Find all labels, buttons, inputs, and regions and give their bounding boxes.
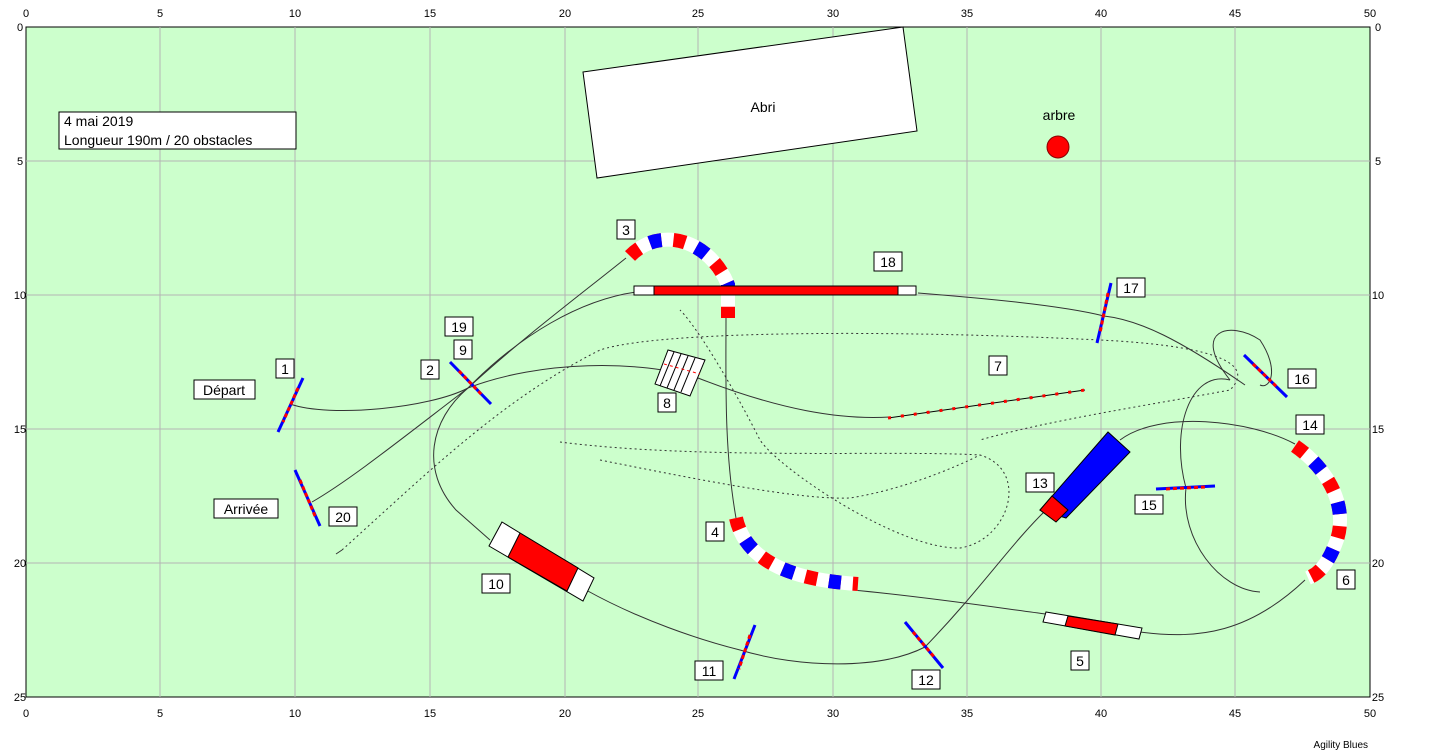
course-info-box: 4 mai 2019 Longueur 190m / 20 obstacles <box>58 111 297 150</box>
tree: arbre <box>1043 107 1076 159</box>
number-9: 9 <box>459 342 467 358</box>
start-label-box: Départ <box>193 379 256 400</box>
tunnel-6 <box>1290 440 1347 585</box>
tunnel-3 <box>624 232 735 318</box>
tick-bottom-45: 45 <box>1229 708 1241 720</box>
number-4: 4 <box>711 524 719 540</box>
obstacle-number-labels: 1 2 3 4 5 6 7 8 9 10 11 12 13 14 15 16 1… <box>275 219 1356 690</box>
tick-top-35: 35 <box>961 8 973 20</box>
number-10: 10 <box>488 576 504 592</box>
finish-label-box: Arrivée <box>213 498 279 519</box>
tick-top-30: 30 <box>827 8 839 20</box>
tick-bottom-25: 25 <box>692 708 704 720</box>
number-13: 13 <box>1032 475 1048 491</box>
tick-bottom-10: 10 <box>289 708 301 720</box>
tick-bottom-15: 15 <box>424 708 436 720</box>
hurdle-1 <box>276 377 305 433</box>
tick-top-40: 40 <box>1095 8 1107 20</box>
shelter: Abri <box>582 26 918 179</box>
finish-label: Arrivée <box>224 501 269 517</box>
number-1: 1 <box>281 361 289 377</box>
number-14: 14 <box>1302 417 1318 433</box>
tick-bottom-35: 35 <box>961 708 973 720</box>
tick-bottom-50: 50 <box>1364 708 1376 720</box>
tree-label: arbre <box>1043 107 1076 123</box>
tick-left-20: 20 <box>14 558 26 570</box>
tick-bottom-20: 20 <box>559 708 571 720</box>
handler-path <box>335 309 1239 555</box>
tick-right-15: 15 <box>1372 424 1384 436</box>
watermark: Agility Blues <box>1314 740 1368 750</box>
number-3: 3 <box>622 222 630 238</box>
tick-bottom-5: 5 <box>157 708 163 720</box>
tick-left-5: 5 <box>17 156 23 168</box>
course-length: Longueur 190m / 20 obstacles <box>64 132 252 148</box>
hurdle-15 <box>1155 484 1216 491</box>
tick-bottom-30: 30 <box>827 708 839 720</box>
dogwalk-18 <box>633 285 917 296</box>
obstacle-5 <box>1042 611 1143 640</box>
number-12: 12 <box>918 672 934 688</box>
weave-7 <box>887 388 1086 420</box>
tick-left-25: 25 <box>14 692 26 704</box>
dog-path <box>289 257 1306 665</box>
number-6: 6 <box>1342 572 1350 588</box>
tick-top-45: 45 <box>1229 8 1241 20</box>
tick-top-5: 5 <box>157 8 163 20</box>
number-15: 15 <box>1141 497 1157 513</box>
number-18: 18 <box>880 254 896 270</box>
tick-left-0: 0 <box>17 22 23 34</box>
tick-top-15: 15 <box>424 8 436 20</box>
number-5: 5 <box>1076 653 1084 669</box>
shelter-label: Abri <box>751 99 776 115</box>
number-16: 16 <box>1294 371 1310 387</box>
hurdle-20 <box>293 469 322 527</box>
tick-top-25: 25 <box>692 8 704 20</box>
number-2: 2 <box>426 362 434 378</box>
obstacle-8 <box>654 349 706 397</box>
tick-top-50: 50 <box>1364 8 1376 20</box>
axis-right: 0 5 10 15 20 25 <box>1372 22 1384 704</box>
tick-bottom-40: 40 <box>1095 708 1107 720</box>
number-19: 19 <box>451 319 467 335</box>
chute-10 <box>488 521 595 602</box>
number-20: 20 <box>335 509 351 525</box>
number-11: 11 <box>702 663 717 679</box>
tick-right-10: 10 <box>1372 290 1384 302</box>
chute-13 <box>1039 431 1131 523</box>
tick-left-10: 10 <box>14 290 26 302</box>
axis-top: 0 5 10 15 20 25 30 35 40 45 50 <box>23 8 1376 20</box>
number-17: 17 <box>1123 280 1139 296</box>
hurdle-16 <box>1242 353 1289 399</box>
hurdle-17 <box>1095 282 1113 344</box>
hurdle-11 <box>732 624 757 680</box>
hurdle-12 <box>903 621 945 669</box>
number-8: 8 <box>663 395 671 411</box>
start-label: Départ <box>203 382 245 398</box>
tick-right-5: 5 <box>1375 156 1381 168</box>
tick-top-0: 0 <box>23 8 29 20</box>
axis-left: 0 5 10 15 20 25 <box>14 22 26 704</box>
hurdle-2 <box>448 360 493 406</box>
tick-top-20: 20 <box>559 8 571 20</box>
tick-right-0: 0 <box>1375 22 1381 34</box>
tunnel-4 <box>729 516 859 591</box>
tick-left-15: 15 <box>14 424 26 436</box>
tick-bottom-0: 0 <box>23 708 29 720</box>
tick-right-20: 20 <box>1372 558 1384 570</box>
course-date: 4 mai 2019 <box>64 113 133 129</box>
number-7: 7 <box>994 358 1002 374</box>
tick-right-25: 25 <box>1372 692 1384 704</box>
axis-bottom: 0 5 10 15 20 25 30 35 40 45 50 <box>23 708 1376 720</box>
tick-top-10: 10 <box>289 8 301 20</box>
